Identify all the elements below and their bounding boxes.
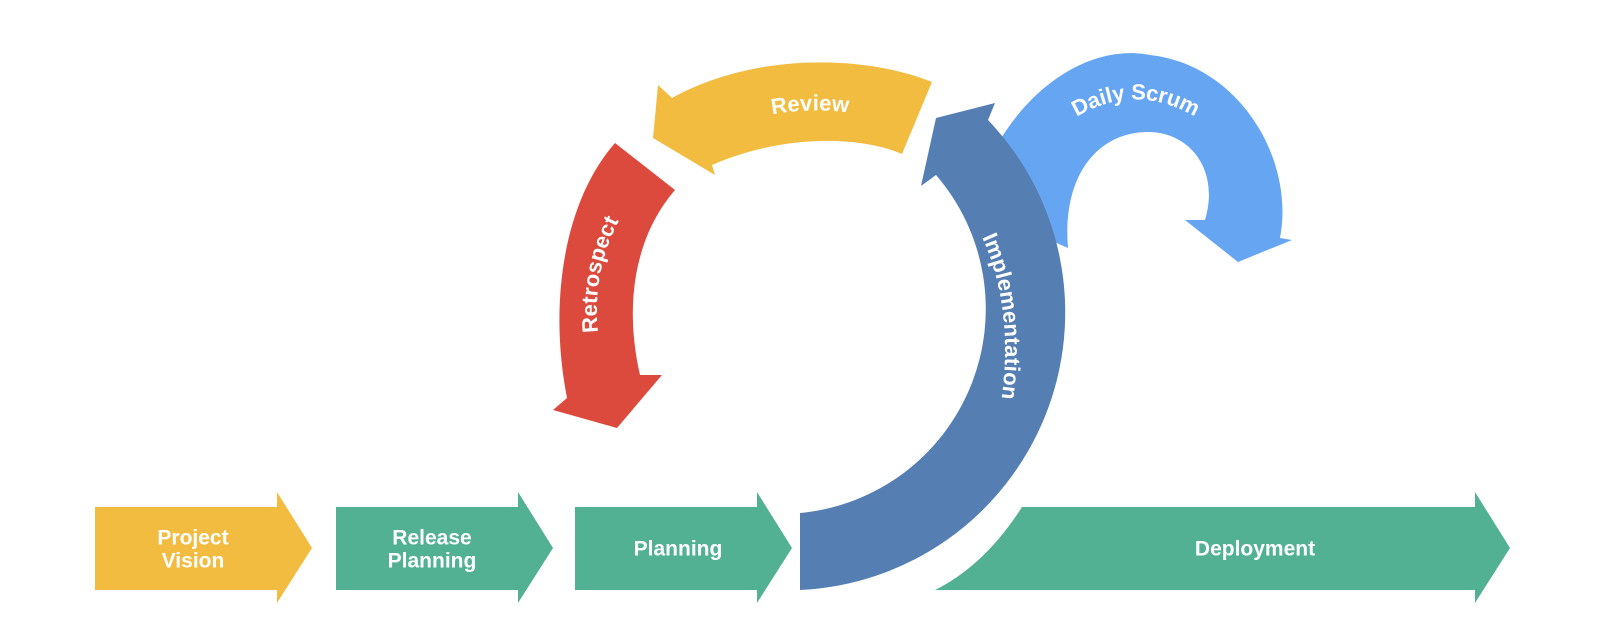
review-label-path: Review (769, 90, 850, 119)
deployment-arrow (935, 492, 1510, 603)
release-planning-label-line1: Release (392, 527, 471, 550)
implementation-arrow (800, 103, 1066, 590)
release-planning-arrow (336, 492, 553, 603)
deployment-label: Deployment (1195, 538, 1315, 561)
project-vision-step: Project Vision (95, 492, 312, 603)
release-planning-label-line2: Planning (388, 550, 477, 573)
project-vision-arrow (95, 492, 312, 603)
project-vision-label-line2: Vision (162, 550, 225, 573)
review-arrow (653, 62, 932, 175)
retrospect-arc: Retrospect (553, 143, 675, 428)
project-vision-label-line1: Project (157, 527, 228, 550)
daily-scrum-arrow (1000, 53, 1292, 263)
implementation-arc: Implementation (800, 103, 1066, 590)
review-arc: Review (653, 62, 932, 175)
review-label: Review (769, 90, 851, 119)
deployment-step: Deployment (935, 492, 1510, 603)
planning-step: Planning (575, 492, 792, 603)
planning-arrow (575, 492, 792, 603)
retrospect-arrow (553, 143, 675, 428)
planning-label: Planning (634, 538, 723, 561)
release-planning-step: Release Planning (336, 492, 553, 603)
daily-scrum-arc: Daily Scrum (1000, 53, 1292, 263)
